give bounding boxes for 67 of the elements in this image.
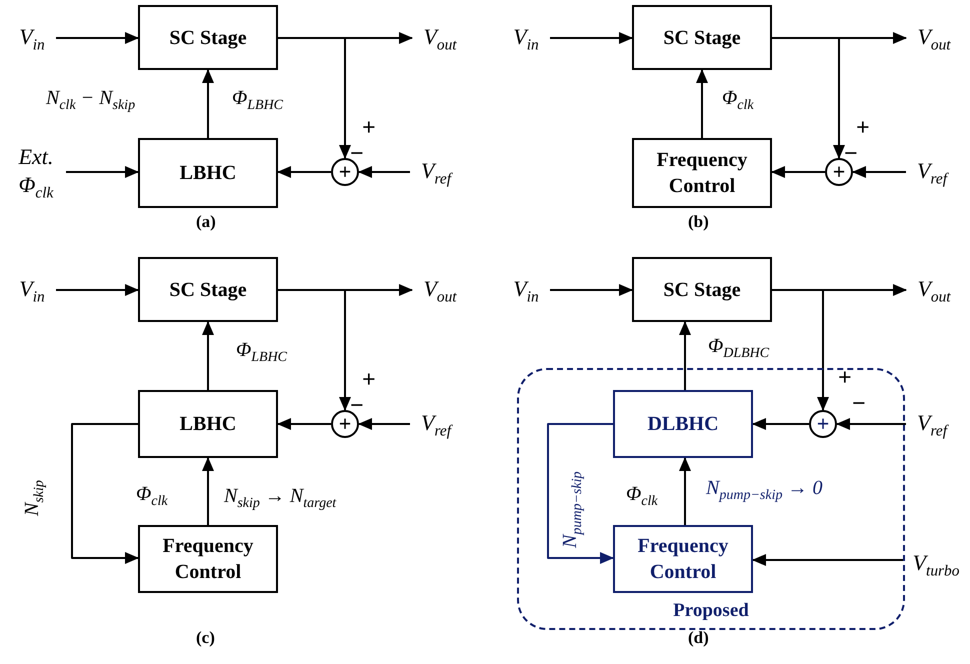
signal-label: V$_{in}$ (8, 274, 56, 308)
arrow (71, 423, 139, 564)
sign-label: + (362, 366, 376, 395)
signal-label: V$_{in}$ (8, 22, 56, 56)
arrow (679, 321, 691, 390)
arrow (679, 457, 691, 525)
summing-junction: + (331, 410, 359, 438)
block-box: SC Stage (138, 257, 278, 322)
panel-caption: (b) (688, 212, 709, 232)
block-box: LBHC (138, 390, 278, 458)
summing-junction: + (331, 158, 359, 186)
signal-annotation: N$_{pump−skip}$ → 0 (706, 476, 822, 505)
arrow (547, 423, 614, 564)
signal-label: V$_{out}$ (906, 22, 962, 56)
arrow (278, 289, 351, 411)
signal-annotation: N$_{skip}$ → N$_{target}$ (224, 484, 336, 513)
panel-caption: (d) (688, 628, 709, 648)
signal-label: V$_{ref}$ (410, 156, 462, 190)
signal-label: V$_{out}$ (906, 274, 962, 308)
sign-label: − (852, 390, 866, 419)
signal-label: V$_{in}$ (502, 22, 550, 56)
arrow (836, 418, 906, 430)
block-box: SC Stage (138, 5, 278, 70)
summing-junction: + (809, 410, 837, 438)
arrow (56, 284, 139, 296)
region-title: Proposed (673, 600, 749, 622)
arrow (772, 289, 829, 411)
arrow (752, 554, 904, 566)
arrow (278, 37, 351, 159)
sign-label: + (856, 114, 870, 143)
panel-caption: (a) (196, 212, 216, 232)
arrow (358, 166, 410, 178)
arrow (752, 418, 809, 430)
signal-label: V$_{ref}$ (906, 408, 958, 442)
signal-label: V$_{ref}$ (410, 408, 462, 442)
block-box: DLBHC (613, 390, 753, 458)
signal-label: V$_{ref}$ (906, 156, 958, 190)
signal-label: V$_{in}$ (502, 274, 550, 308)
arrow (202, 457, 214, 525)
arrow (358, 418, 410, 430)
block-box: Frequency Control (613, 525, 753, 593)
sign-label: + (362, 114, 376, 143)
arrow (202, 321, 214, 390)
arrow (550, 32, 633, 44)
signal-label: Ext. Φ$_{clk}$ (6, 142, 66, 204)
signal-label: V$_{out}$ (412, 22, 468, 56)
block-box: Frequency Control (632, 138, 772, 208)
arrow (56, 32, 139, 44)
arrow (696, 69, 708, 138)
block-box: Frequency Control (138, 525, 278, 593)
signal-annotation: N$_{clk}$ − N$_{skip}$ (46, 86, 136, 115)
arrow (852, 166, 906, 178)
panel-caption: (c) (196, 628, 215, 648)
summing-junction: + (825, 158, 853, 186)
arrow (550, 284, 633, 296)
signal-label: V$_{out}$ (412, 274, 468, 308)
block-box: SC Stage (632, 5, 772, 70)
block-box: SC Stage (632, 257, 772, 322)
sign-label: + (838, 364, 852, 393)
signal-label: V$_{turbo}$ (904, 548, 968, 582)
arrow (771, 166, 825, 178)
block-box: LBHC (138, 138, 278, 208)
arrow (772, 37, 845, 159)
arrow (277, 418, 331, 430)
arrow (66, 166, 139, 178)
arrow (277, 166, 331, 178)
arrow (202, 69, 214, 138)
